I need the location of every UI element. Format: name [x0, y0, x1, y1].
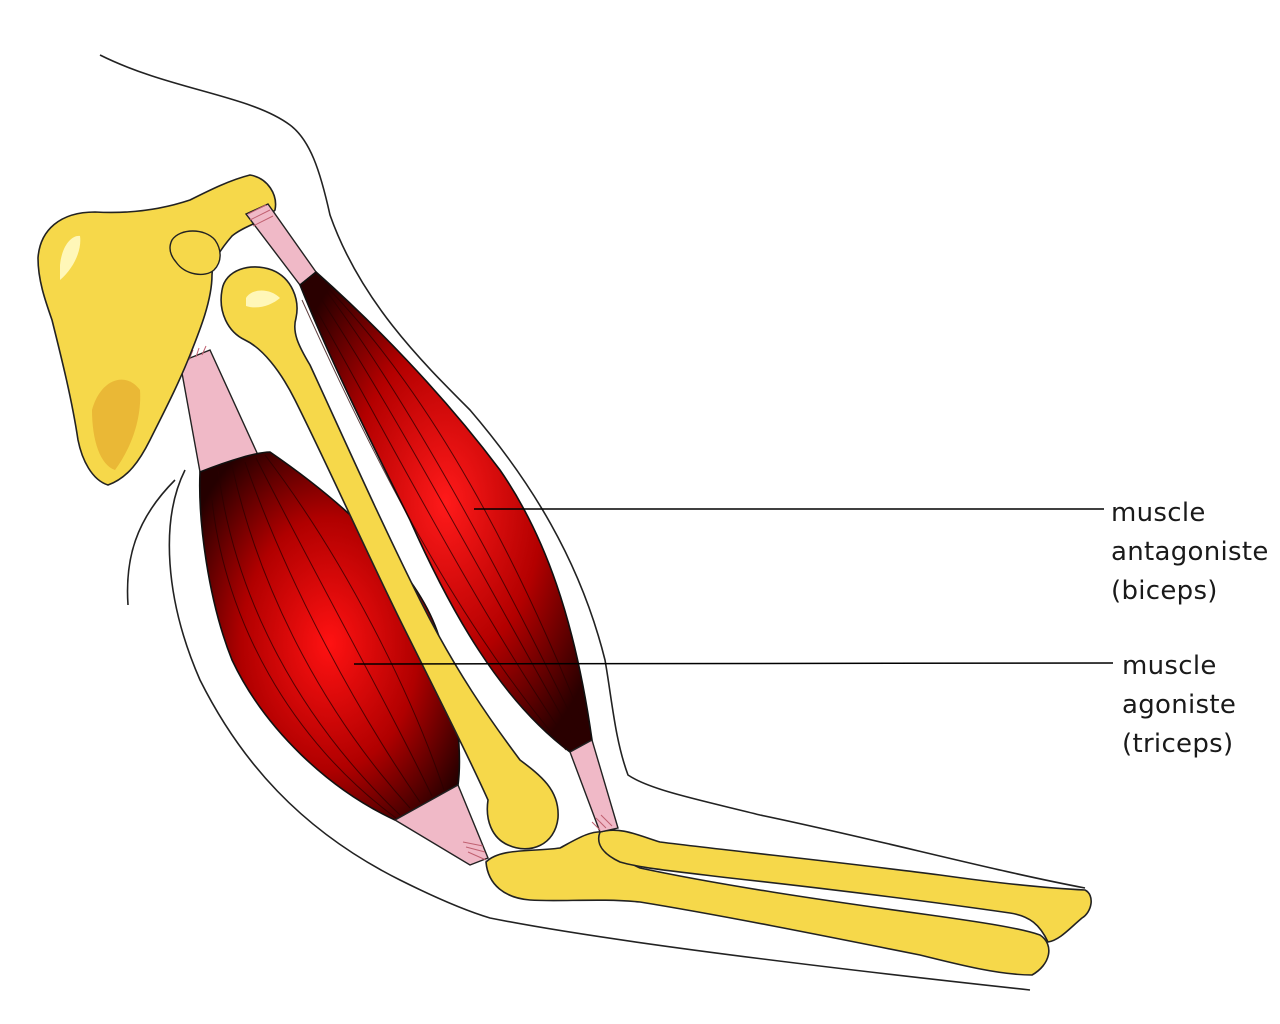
radius-bone: [598, 829, 1092, 943]
label-muscle-agonist: muscle agoniste (triceps): [1122, 647, 1236, 764]
coracoid-process: [169, 230, 221, 276]
triceps-tendon-bottom: [393, 784, 489, 866]
humerus-highlight: [246, 290, 280, 308]
triceps-tendon-top: [179, 349, 259, 473]
biceps-tendon-bottom: [569, 738, 619, 833]
biceps-muscle: [244, 203, 619, 833]
triceps-belly: [198, 451, 461, 821]
triceps-fibers: [211, 454, 445, 819]
biceps-fibers: [301, 275, 591, 751]
label-agonist-line3: (triceps): [1122, 729, 1234, 759]
scapula-shadow: [92, 379, 141, 470]
label-muscle-antagonist: muscle antagoniste (biceps): [1111, 494, 1269, 611]
bones: [37, 174, 1092, 976]
skin-outline-lower: [168, 469, 1031, 991]
skin-outline-upper: [99, 54, 1086, 889]
label-agonist-line1: muscle: [1122, 651, 1217, 681]
biceps-tendon-top-fibers: [247, 204, 274, 227]
armpit-outline: [126, 479, 176, 606]
triceps-tendon-bottom-fibers: [462, 841, 487, 861]
biceps-tendon-bottom-fibers: [591, 814, 613, 831]
label-antagonist-line3: (biceps): [1111, 576, 1218, 606]
skin-outline: [99, 54, 1086, 991]
triceps-muscle: [179, 345, 489, 866]
label-agonist-line2: agoniste: [1122, 690, 1237, 720]
label-antagonist-line1: muscle: [1111, 498, 1206, 528]
humerus-bone: [220, 266, 559, 850]
scapula-highlight: [60, 235, 81, 280]
label-antagonist-line2: antagoniste: [1111, 537, 1269, 567]
leader-line-agonist: [353, 662, 1114, 665]
